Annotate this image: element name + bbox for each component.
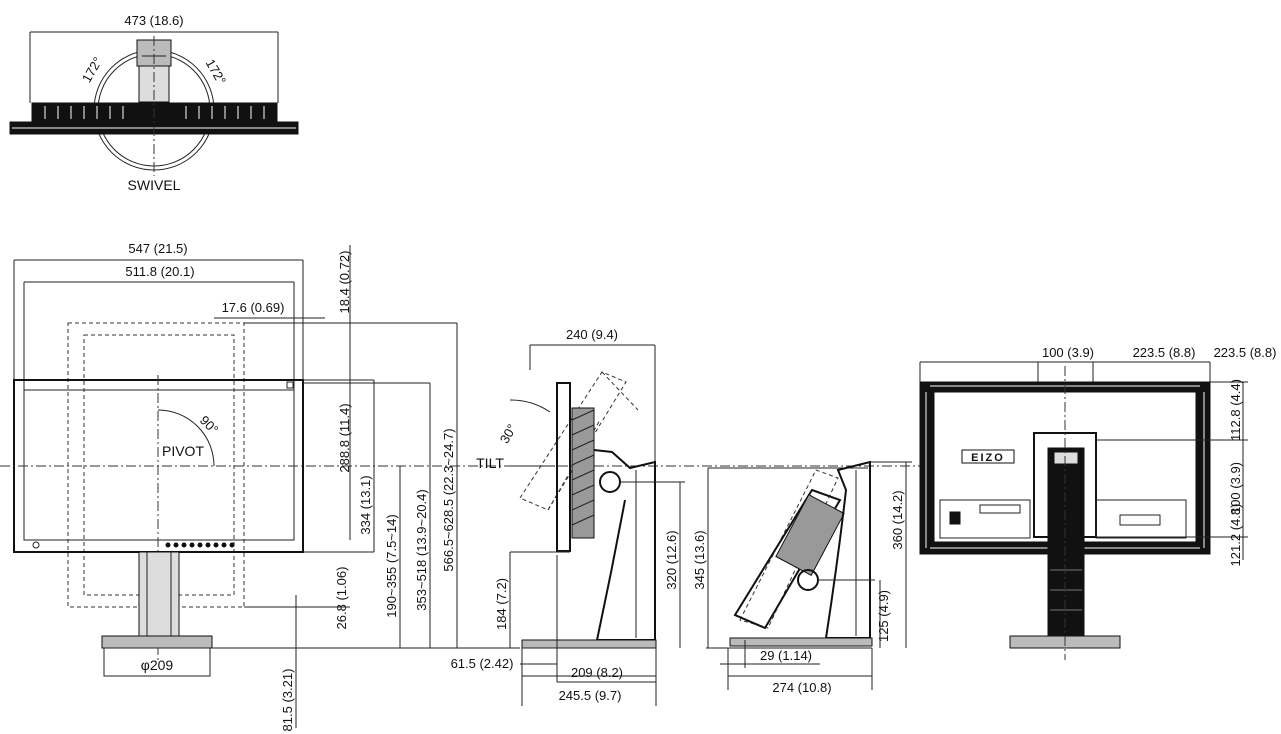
- front-panel-height: 334 (13.1): [358, 475, 373, 534]
- front-base-height: 81.5 (3.21): [280, 669, 295, 732]
- front-screen-height: 288.8 (11.4): [337, 403, 352, 472]
- rear-vesa-width: 100 (3.9): [1042, 345, 1094, 360]
- pivot-label: PIVOT: [162, 443, 204, 459]
- side-view-tilt: 240 (9.4) 30° TILT 184 (7.2) 320 (1: [451, 327, 685, 706]
- swivel-angle-right: 172°: [203, 56, 229, 87]
- rear-vesa-height: 100 (3.9): [1228, 462, 1243, 514]
- side-view-low: 345 (13.6) 360 (14.2) 125 (4.9) 29 (1.14…: [692, 460, 912, 695]
- rear-top-height: 112.8 (4.4): [1228, 379, 1243, 441]
- rear-side-left: 223.5 (8.8): [1133, 345, 1196, 360]
- front-height-range-1: 190~355 (7.5~14): [384, 514, 399, 617]
- front-bezel-bottom: 26.8 (1.06): [334, 567, 349, 630]
- tilt-angle: 30°: [497, 421, 520, 446]
- front-bezel-top: 18.4 (0.72): [337, 251, 352, 314]
- swivel-label: SWIVEL: [128, 177, 181, 193]
- front-height-range-2: 353~518 (13.9~20.4): [414, 489, 429, 610]
- front-width-inner: 511.8 (20.1): [125, 264, 194, 279]
- side-depth-top: 240 (9.4): [566, 327, 618, 342]
- rear-view: 100 (3.9) 223.5 (8.8) 223.5 (8.8) EIZO: [919, 345, 1277, 660]
- side-pivot-height: 184 (7.2): [494, 578, 509, 630]
- rear-side-right: 223.5 (8.8): [1214, 345, 1277, 360]
- front-height-range-3: 566.5~628.5 (22.3~24.7): [441, 428, 456, 571]
- top-view: 473 (18.6) 172° 172° SWIVEL: [9, 13, 299, 193]
- top-width-label: 473 (18.6): [124, 13, 183, 28]
- base-diameter: φ209: [141, 657, 174, 673]
- pivot-angle: 90°: [197, 413, 222, 438]
- rear-bottom-height: 121.2 (4.8): [1228, 504, 1243, 567]
- front-width-outer: 547 (21.5): [128, 241, 187, 256]
- side2-offset-depth: 29 (1.14): [760, 648, 812, 663]
- side2-stand-height: 360 (14.2): [890, 490, 905, 549]
- side2-lower-height: 125 (4.9): [876, 590, 891, 642]
- side-base-depth: 209 (8.2): [571, 665, 623, 680]
- side2-total-height: 345 (13.6): [692, 530, 707, 589]
- side-total-depth: 245.5 (9.7): [559, 688, 622, 703]
- side-base-offset: 61.5 (2.42): [451, 656, 514, 671]
- side2-total-depth: 274 (10.8): [772, 680, 831, 695]
- front-view: 547 (21.5) 511.8 (20.1) 17.6 (0.69) 90° …: [0, 241, 920, 731]
- rear-logo: EIZO: [971, 452, 1005, 464]
- side-stand-height: 320 (12.6): [664, 530, 679, 589]
- front-bezel-side: 17.6 (0.69): [222, 300, 285, 315]
- tilt-label: TILT: [476, 455, 504, 471]
